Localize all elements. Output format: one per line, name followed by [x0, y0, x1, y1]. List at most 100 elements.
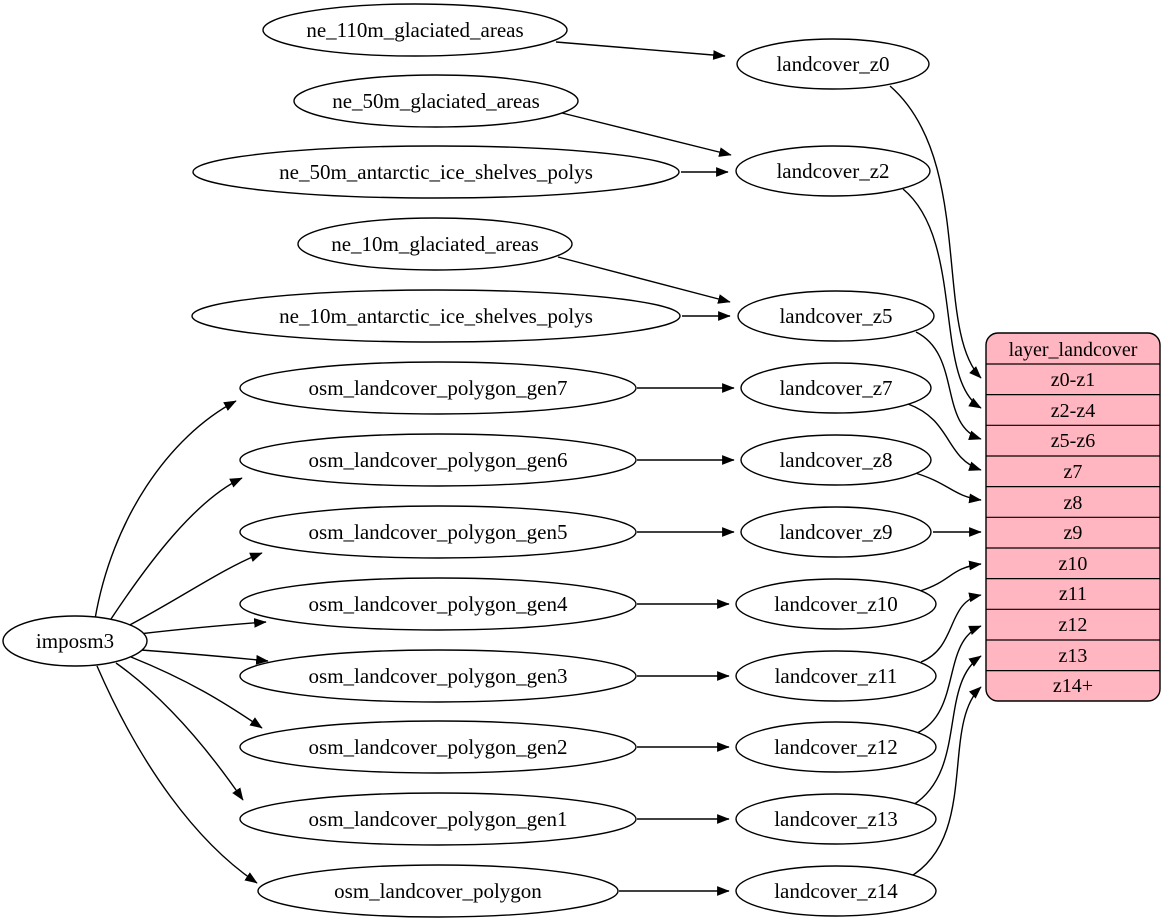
node-landcover-z0-label: landcover_z0 [776, 52, 889, 76]
node-ne-50m-antarctic-ice-shelves-polys-label: ne_50m_antarctic_ice_shelves_polys [279, 160, 593, 184]
node-osm-landcover-polygon-gen1-label: osm_landcover_polygon_gen1 [309, 807, 568, 831]
edge-imposm3-to-gen3 [140, 649, 269, 665]
node-ne-10m-antarctic-ice-shelves-polys-label: ne_10m_antarctic_ice_shelves_polys [279, 304, 593, 328]
table-row-z12: z12 [1059, 614, 1088, 636]
node-osm-landcover-polygon-gen2-label: osm_landcover_polygon_gen2 [309, 735, 568, 759]
node-osm-landcover-polygon-gen5: osm_landcover_polygon_gen5 [239, 505, 637, 559]
node-osm-landcover-polygon-gen2-ellipse [239, 720, 637, 774]
node-ne-110m-glaciated-areas-label: ne_110m_glaciated_areas [306, 18, 523, 42]
table-row-z8: z8 [1064, 492, 1083, 514]
node-landcover-z14: landcover_z14 [735, 865, 937, 917]
node-osm-landcover-polygon-gen7-label: osm_landcover_polygon_gen7 [309, 376, 568, 400]
table-row-z2-z4: z2-z4 [1051, 400, 1095, 422]
node-ne-10m-glaciated-areas-label: ne_10m_glaciated_areas [331, 232, 539, 256]
node-landcover-z10: landcover_z10 [735, 578, 937, 630]
node-osm-landcover-polygon-gen6-ellipse [239, 433, 637, 487]
node-landcover-z12: landcover_z12 [735, 721, 937, 773]
node-landcover-z2: landcover_z2 [735, 145, 931, 197]
table-layer-landcover: layer_landcover z0-z1 z2-z4 z5-z6 z7 z8 … [985, 332, 1161, 702]
edge-z0-to-row-z0-z1 [889, 85, 982, 379]
table-row-z7: z7 [1064, 461, 1083, 483]
edge-imposm3-to-gen5 [123, 552, 263, 629]
node-osm-landcover-polygon-gen1-ellipse [239, 792, 637, 846]
node-imposm3-ellipse [2, 615, 148, 667]
node-landcover-z9-label: landcover_z9 [779, 520, 892, 544]
node-osm-landcover-polygon-gen7-ellipse [239, 361, 637, 415]
node-ne-110m-glaciated-areas: ne_110m_glaciated_areas [262, 3, 568, 57]
node-landcover-z10-ellipse [735, 578, 937, 630]
node-osm-landcover-polygon-label: osm_landcover_polygon [334, 879, 542, 903]
node-landcover-z5-ellipse [737, 290, 935, 342]
node-landcover-z11: landcover_z11 [735, 650, 937, 702]
table-row-z14plus: z14+ [1053, 675, 1093, 697]
node-ne-10m-antarctic-ice-shelves-polys: ne_10m_antarctic_ice_shelves_polys [191, 289, 681, 343]
node-osm-landcover-polygon-gen5-ellipse [239, 505, 637, 559]
node-landcover-z14-ellipse [735, 865, 937, 917]
node-landcover-z8: landcover_z8 [740, 434, 932, 486]
node-ne-50m-antarctic-ice-shelves-polys: ne_50m_antarctic_ice_shelves_polys [192, 145, 680, 199]
node-landcover-z9-ellipse [740, 506, 932, 558]
edge-imposm3-to-gen2 [130, 656, 263, 729]
node-landcover-z13-label: landcover_z13 [774, 807, 898, 831]
node-ne-50m-glaciated-areas-ellipse [293, 74, 579, 128]
node-landcover-z0-ellipse [736, 38, 930, 90]
node-landcover-z7-ellipse [740, 362, 932, 414]
table-row-z9: z9 [1064, 522, 1083, 544]
edge-z10-to-row-z10 [919, 560, 982, 592]
edge-ne110m-to-z0 [555, 41, 726, 60]
node-landcover-z5-label: landcover_z5 [779, 304, 892, 328]
edge-z5-to-row-z5-z6 [915, 331, 982, 440]
edge-ne10mgl-to-z5 [557, 256, 731, 304]
node-landcover-z5: landcover_z5 [737, 290, 935, 342]
node-landcover-z14-label: landcover_z14 [774, 879, 898, 903]
node-osm-landcover-polygon-gen4-label: osm_landcover_polygon_gen4 [309, 592, 568, 616]
node-landcover-z10-label: landcover_z10 [774, 592, 898, 616]
node-landcover-z12-label: landcover_z12 [774, 735, 898, 759]
node-ne-10m-glaciated-areas: ne_10m_glaciated_areas [297, 217, 573, 271]
node-landcover-z2-label: landcover_z2 [776, 159, 889, 183]
node-landcover-z11-ellipse [735, 650, 937, 702]
edge-z11-to-row-z11 [920, 592, 982, 663]
edge-group [94, 41, 982, 896]
edge-imposm3-to-gen6 [108, 477, 243, 623]
node-landcover-z7: landcover_z7 [740, 362, 932, 414]
node-osm-landcover-polygon-gen3: osm_landcover_polygon_gen3 [239, 649, 637, 703]
node-landcover-z2-ellipse [735, 145, 931, 197]
node-osm-landcover-polygon-gen1: osm_landcover_polygon_gen1 [239, 792, 637, 846]
node-osm-landcover-polygon-gen3-label: osm_landcover_polygon_gen3 [309, 664, 568, 688]
table-row-z10: z10 [1059, 553, 1088, 575]
node-osm-landcover-polygon-gen7: osm_landcover_polygon_gen7 [239, 361, 637, 415]
node-landcover-z9: landcover_z9 [740, 506, 932, 558]
table-row-z5-z6: z5-z6 [1051, 430, 1095, 452]
node-ne-10m-glaciated-areas-ellipse [297, 217, 573, 271]
edge-imposm3-to-gen1 [115, 662, 244, 801]
table-row-z0-z1: z0-z1 [1051, 369, 1095, 391]
node-landcover-z13: landcover_z13 [735, 793, 937, 845]
table-title: layer_landcover [1009, 339, 1138, 361]
node-landcover-z0: landcover_z0 [736, 38, 930, 90]
edge-imposm3-to-gen4 [138, 618, 267, 635]
node-landcover-z11-label: landcover_z11 [775, 664, 898, 688]
node-imposm3-label: imposm3 [36, 629, 114, 653]
node-landcover-z7-label: landcover_z7 [779, 376, 892, 400]
edge-z7-to-row-z7 [907, 403, 982, 471]
node-landcover-z8-ellipse [740, 434, 932, 486]
node-landcover-z8-label: landcover_z8 [779, 448, 892, 472]
node-osm-landcover-polygon-gen2: osm_landcover_polygon_gen2 [239, 720, 637, 774]
node-ne-50m-glaciated-areas-label: ne_50m_glaciated_areas [332, 89, 540, 113]
node-osm-landcover-polygon-gen4-ellipse [239, 577, 637, 631]
node-osm-landcover-polygon-gen5-label: osm_landcover_polygon_gen5 [309, 520, 568, 544]
edge-z12-to-row-z12 [916, 625, 982, 734]
node-osm-landcover-polygon-gen3-ellipse [239, 649, 637, 703]
node-osm-landcover-polygon-gen6-label: osm_landcover_polygon_gen6 [309, 448, 568, 472]
edge-imposm3-to-polygon [96, 665, 258, 884]
node-ne-110m-glaciated-areas-ellipse [262, 3, 568, 57]
table-row-z13: z13 [1059, 645, 1088, 667]
node-osm-landcover-polygon-gen4: osm_landcover_polygon_gen4 [239, 577, 637, 631]
edge-z8-to-row-z8 [911, 471, 982, 504]
node-landcover-z12-ellipse [735, 721, 937, 773]
edge-z2-to-row-z2-z4 [902, 188, 982, 409]
edge-z13-to-row-z13 [912, 655, 982, 806]
